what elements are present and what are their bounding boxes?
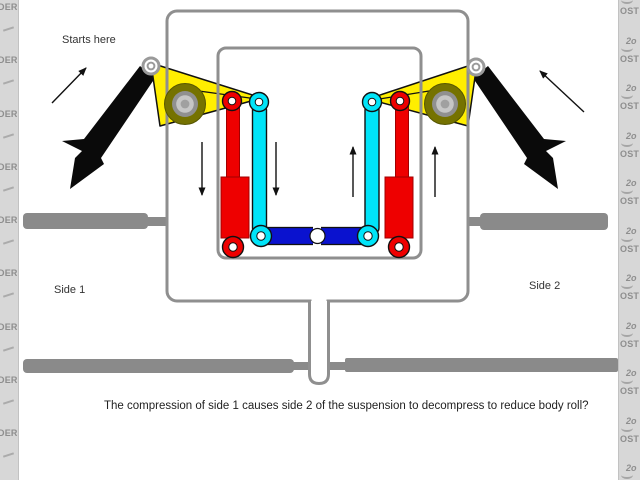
watermark-left-cell: DERS xyxy=(0,53,18,106)
channel-gap xyxy=(311,296,327,305)
watermark-right-strip: 2oOST2oOST2oOST2oOST2oOST2oOST2oOST2oOST… xyxy=(618,0,640,480)
watermark-left-cell: DERS xyxy=(0,0,18,53)
link-left-rings xyxy=(248,91,273,248)
bottom-rail-left xyxy=(23,359,309,373)
watermark-left-cell: DERS xyxy=(0,266,18,319)
arrow-starts-here xyxy=(51,67,87,104)
watermark-left-cell: DERS xyxy=(0,213,18,266)
damper-right xyxy=(384,90,414,259)
caption-text: The compression of side 1 causes side 2 … xyxy=(104,400,589,412)
watermark-left-strip: DERSDERSDERSDERSDERSDERSDERSDERSDERS xyxy=(0,0,19,480)
damper-left xyxy=(220,90,250,259)
link-right-bar xyxy=(364,103,380,235)
chassis-channel xyxy=(308,301,330,386)
link-left-bar xyxy=(251,103,268,235)
bearing-left xyxy=(164,83,206,125)
axle-bar-left xyxy=(23,213,168,229)
pivot-ring-left xyxy=(141,56,161,76)
watermark-left-cell: DERS xyxy=(0,426,18,479)
pivot-ring-right xyxy=(466,57,486,77)
label-side-1: Side 1 xyxy=(54,284,86,296)
balance-bar-pivot xyxy=(309,227,326,245)
watermark-left-cell: DERS xyxy=(0,320,18,373)
watermark-left-cell: DERS xyxy=(0,160,18,213)
balance-bar xyxy=(256,226,372,247)
label-starts-here: Starts here xyxy=(62,34,116,46)
pushrod-right xyxy=(473,66,566,189)
bearing-right xyxy=(424,83,466,125)
label-side-2: Side 2 xyxy=(529,280,561,292)
arrow-side2-rebound xyxy=(539,70,585,113)
axle-bar-right xyxy=(468,213,608,230)
watermark-left-cell: DERS xyxy=(0,107,18,160)
link-right-rings xyxy=(356,91,383,248)
bottom-rail-right xyxy=(329,358,618,372)
watermark-left-cell: DERS xyxy=(0,373,18,426)
pushrod-left xyxy=(62,66,155,189)
chassis-inner-frame xyxy=(216,46,423,260)
